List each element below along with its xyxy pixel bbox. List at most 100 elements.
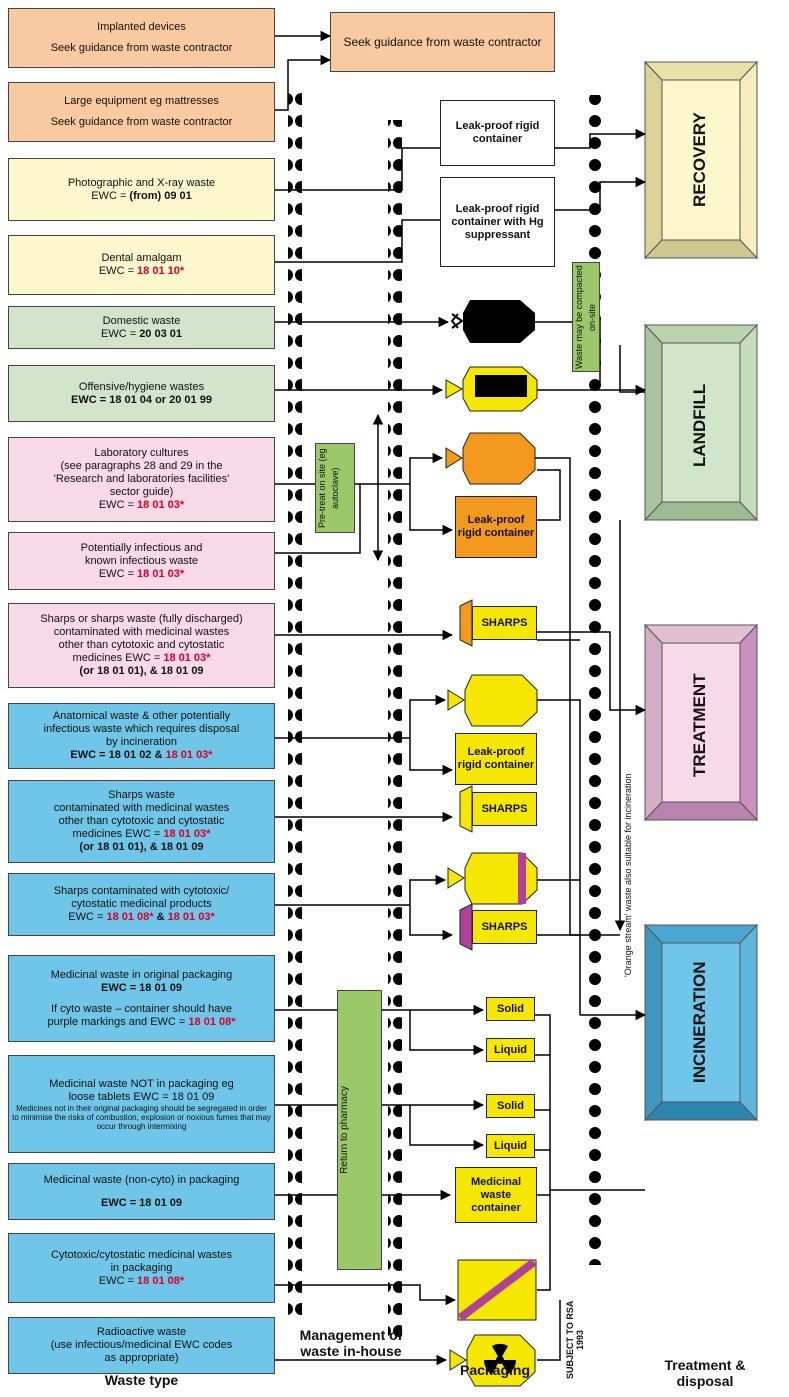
- ewc-code: (from) 09 01: [129, 190, 191, 202]
- waste-label: Dental amalgam: [12, 252, 271, 265]
- ewc-prefix: EWC =: [68, 911, 106, 923]
- waste-potentially-infectious: Potentially infectious and known infecti…: [8, 532, 275, 590]
- ewc-code: 18 01 03*: [163, 652, 210, 664]
- solid-container-2: Solid: [486, 1094, 535, 1118]
- column-management: Management of waste in-house: [292, 1327, 410, 1359]
- ewc-code: 18 01 08*: [188, 1016, 235, 1028]
- column-waste-type: Waste type: [8, 1372, 275, 1388]
- waste-label: in packaging: [12, 1262, 271, 1275]
- pretreat-label: Pre-treat on site (eg autoclave): [316, 448, 354, 528]
- waste-label: Medicinal waste (non-cyto) in packaging: [12, 1174, 271, 1187]
- bin-orange: [446, 433, 535, 484]
- waste-label: Large equipment eg mattresses: [12, 95, 271, 108]
- waste-anatomical: Anatomical waste & other potentially inf…: [8, 703, 275, 769]
- waste-note: Seek guidance from waste contractor: [12, 42, 271, 55]
- waste-label: Laboratory cultures: [12, 447, 271, 460]
- waste-dental-amalgam: Dental amalgam EWC = 18 01 10*: [8, 235, 275, 295]
- landfill-label: LANDFILL: [690, 360, 710, 490]
- waste-medicinal-original: Medicinal waste in original packaging EW…: [8, 955, 275, 1042]
- waste-medicinal-packaged: Medicinal waste (non-cyto) in packaging …: [8, 1163, 275, 1220]
- ewc-code: 18 01 03*: [137, 499, 184, 511]
- waste-large-equipment: Large equipment eg mattresses Seek guida…: [8, 82, 275, 142]
- dotted-column-2: [388, 120, 402, 1345]
- waste-label: Potentially infectious and: [12, 542, 271, 555]
- orange-stream-note: 'Orange stream' waste also suitable for …: [623, 710, 633, 1040]
- ewc-code: 18 01 03*: [165, 749, 212, 761]
- waste-label: Photographic and X-ray waste: [12, 177, 271, 190]
- packaging-label: SHARPS: [473, 921, 536, 934]
- packaging-label: SHARPS: [473, 803, 536, 816]
- medicinal-waste-container: Medicinal waste container: [455, 1167, 537, 1223]
- ewc-prefix: medicines EWC =: [73, 828, 164, 840]
- packaging-label: Solid: [487, 1100, 534, 1113]
- treatment-label: TREATMENT: [690, 655, 710, 795]
- waste-label: (use infectious/medicinal EWC codes: [12, 1339, 271, 1352]
- ewc-prefix: EWC = 18 01 02 &: [70, 749, 165, 761]
- packaging-label: Solid: [487, 1003, 534, 1016]
- radioactive-bin: [450, 1335, 535, 1386]
- ewc-code: 18 01 10*: [137, 265, 184, 277]
- waste-note: sector guide): [12, 486, 271, 499]
- ewc-prefix: EWC =: [99, 568, 137, 580]
- leak-proof-container-yellow: Leak-proof rigid container: [455, 733, 537, 785]
- dotted-column-1: [288, 90, 302, 1325]
- leak-proof-container-orange: Leak-proof rigid container: [455, 496, 537, 558]
- sharps-box-orange: SHARPS: [472, 606, 537, 640]
- ewc-prefix: purple markings and EWC =: [47, 1016, 188, 1028]
- sharps-box-yellow: SHARPS: [472, 792, 537, 826]
- cyto-container: [458, 1260, 536, 1320]
- waste-label: other than cytotoxic and cytostatic: [12, 815, 271, 828]
- ewc-code: 18 01 03*: [163, 828, 210, 840]
- waste-note: (see paragraphs 28 and 29 in the: [12, 460, 271, 473]
- ewc-code: (or 18 01 01), & 18 01 09: [12, 665, 271, 678]
- compacted-box: Waste may be compacted on-site: [572, 262, 600, 372]
- packaging-label: Medicinal waste container: [456, 1176, 536, 1215]
- waste-sharps-medicinal: Sharps waste contaminated with medicinal…: [8, 780, 275, 863]
- waste-sharps-discharged: Sharps or sharps waste (fully discharged…: [8, 603, 275, 688]
- return-to-pharmacy-label: Return to pharmacy: [338, 1086, 381, 1174]
- waste-label: Cytotoxic/cytostatic medicinal wastes: [12, 1249, 271, 1262]
- waste-label: Sharps contaminated with cytotoxic/: [12, 885, 271, 898]
- ewc-code: 20 03 01: [139, 328, 182, 340]
- packaging-label: Liquid: [487, 1044, 534, 1057]
- rsa-note: SUBJECT TO RSA 1993: [565, 1300, 589, 1380]
- waste-offensive: Offensive/hygiene wastes EWC = 18 01 04 …: [8, 365, 275, 422]
- waste-label: loose tablets EWC = 18 01 09: [12, 1091, 271, 1104]
- waste-label: Sharps or sharps waste (fully discharged…: [12, 613, 271, 626]
- ewc-prefix: medicines EWC =: [73, 652, 164, 664]
- waste-sharps-cytotoxic: Sharps contaminated with cytotoxic/ cyto…: [8, 873, 275, 936]
- waste-note: 'Research and laboratories facilities': [12, 473, 271, 486]
- waste-label: Radioactive waste: [12, 1326, 271, 1339]
- waste-implanted-devices: Implanted devices Seek guidance from was…: [8, 8, 275, 68]
- waste-label: Domestic waste: [12, 315, 271, 328]
- waste-label: Anatomical waste & other potentially: [12, 710, 271, 723]
- leak-proof-hg-container: Leak-proof rigid container with Hg suppr…: [440, 177, 555, 267]
- waste-medicinal-not-packaged: Medicinal waste NOT in packaging eg loos…: [8, 1055, 275, 1153]
- packaging-label: SHARPS: [473, 617, 536, 630]
- waste-laboratory-cultures: Laboratory cultures (see paragraphs 28 a…: [8, 437, 275, 522]
- waste-radioactive: Radioactive waste (use infectious/medici…: [8, 1317, 275, 1374]
- column-treatment: Treatment & disposal: [650, 1357, 760, 1389]
- ewc-code: EWC = 18 01 04 or 20 01 99: [12, 394, 271, 407]
- ewc-code: EWC = 18 01 09: [12, 1197, 271, 1210]
- seek-guidance-box: Seek guidance from waste contractor: [330, 12, 555, 72]
- packaging-label: Leak-proof rigid container: [456, 514, 536, 540]
- sharps-box-purple: SHARPS: [472, 910, 537, 944]
- bin-yellow-black: [446, 367, 537, 411]
- packaging-label: Leak-proof rigid container: [456, 746, 536, 772]
- ewc-prefix: EWC =: [99, 1275, 137, 1287]
- waste-label: Implanted devices: [12, 21, 271, 34]
- waste-label: cytostatic medicinal products: [12, 898, 271, 911]
- ewc-prefix: EWC =: [99, 265, 137, 277]
- waste-label: by incineration: [12, 736, 271, 749]
- column-packaging: Packaging: [445, 1362, 545, 1378]
- leak-proof-container-white: Leak-proof rigid container: [440, 100, 555, 166]
- waste-label: as appropriate): [12, 1352, 271, 1365]
- packaging-label: Leak-proof rigid container: [441, 120, 554, 146]
- waste-label: infectious waste which requires disposal: [12, 723, 271, 736]
- ewc-prefix: EWC =: [91, 190, 129, 202]
- solid-container-1: Solid: [486, 997, 535, 1021]
- ewc-prefix: EWC =: [101, 328, 139, 340]
- waste-label: Medicinal waste in original packaging: [12, 969, 271, 982]
- waste-label: Medicinal waste NOT in packaging eg: [12, 1078, 271, 1091]
